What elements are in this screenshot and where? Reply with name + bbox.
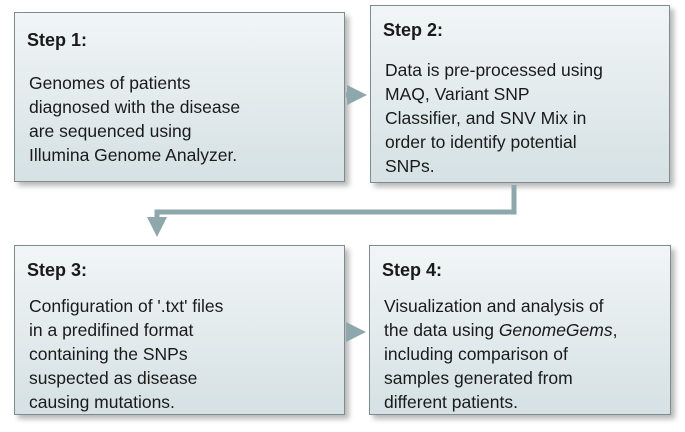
connector-step2-to-step3 <box>147 185 517 237</box>
step-3-line: in a predifined format <box>29 320 194 340</box>
step-2-line: order to identify potential <box>385 132 577 152</box>
step-3-title: Step 3: <box>27 260 88 280</box>
step-3-line: Configuration of '.txt' files <box>29 296 224 316</box>
step-4-line-text: , <box>612 320 618 340</box>
step-4-line: Visualization and analysis of <box>384 296 604 316</box>
step-3-line: suspected as disease <box>29 368 198 388</box>
step-2-line: Classifier, and SNV Mix in <box>385 108 587 128</box>
step-1-line: Illumina Genome Analyzer. <box>29 145 238 165</box>
step-3-box: Step 3: Configuration of '.txt' files in… <box>14 245 345 415</box>
step-3-line: containing the SNPs <box>29 344 188 364</box>
step-4-line: the data using GenomeGems, <box>384 318 664 342</box>
step-2-line: SNPs. <box>385 156 435 176</box>
step-3-text: Configuration of '.txt' files in a predi… <box>29 294 338 414</box>
step-1-title: Step 1: <box>27 30 88 50</box>
step-1-text: Genomes of patients diagnosed with the d… <box>29 71 338 167</box>
step-2-line: Data is pre-processed using <box>385 60 603 80</box>
step-4-line: samples generated from <box>384 368 573 388</box>
step-2-text: Data is pre-processed using MAQ, Variant… <box>385 58 663 178</box>
step-2-line: MAQ, Variant SNP <box>385 84 530 104</box>
step-4-line: including comparison of <box>384 344 568 364</box>
step-2-title: Step 2: <box>383 20 444 40</box>
step-1-line: diagnosed with the disease <box>29 97 241 117</box>
step-3-line: causing mutations. <box>29 392 175 412</box>
step-1-box: Step 1: Genomes of patients diagnosed wi… <box>14 12 345 182</box>
step-4-box: Step 4: Visualization and analysis of th… <box>369 245 671 415</box>
step-4-line: different patients. <box>384 392 518 412</box>
step-1-line: are sequenced using <box>29 121 192 141</box>
genomegems-name: GenomeGems <box>498 320 613 340</box>
step-1-line: Genomes of patients <box>29 73 191 93</box>
step-2-box: Step 2: Data is pre-processed using MAQ,… <box>370 5 670 183</box>
step-4-text: Visualization and analysis of the data u… <box>384 294 664 414</box>
step-4-title: Step 4: <box>382 260 443 280</box>
step-4-line-text: the data using <box>384 320 499 340</box>
